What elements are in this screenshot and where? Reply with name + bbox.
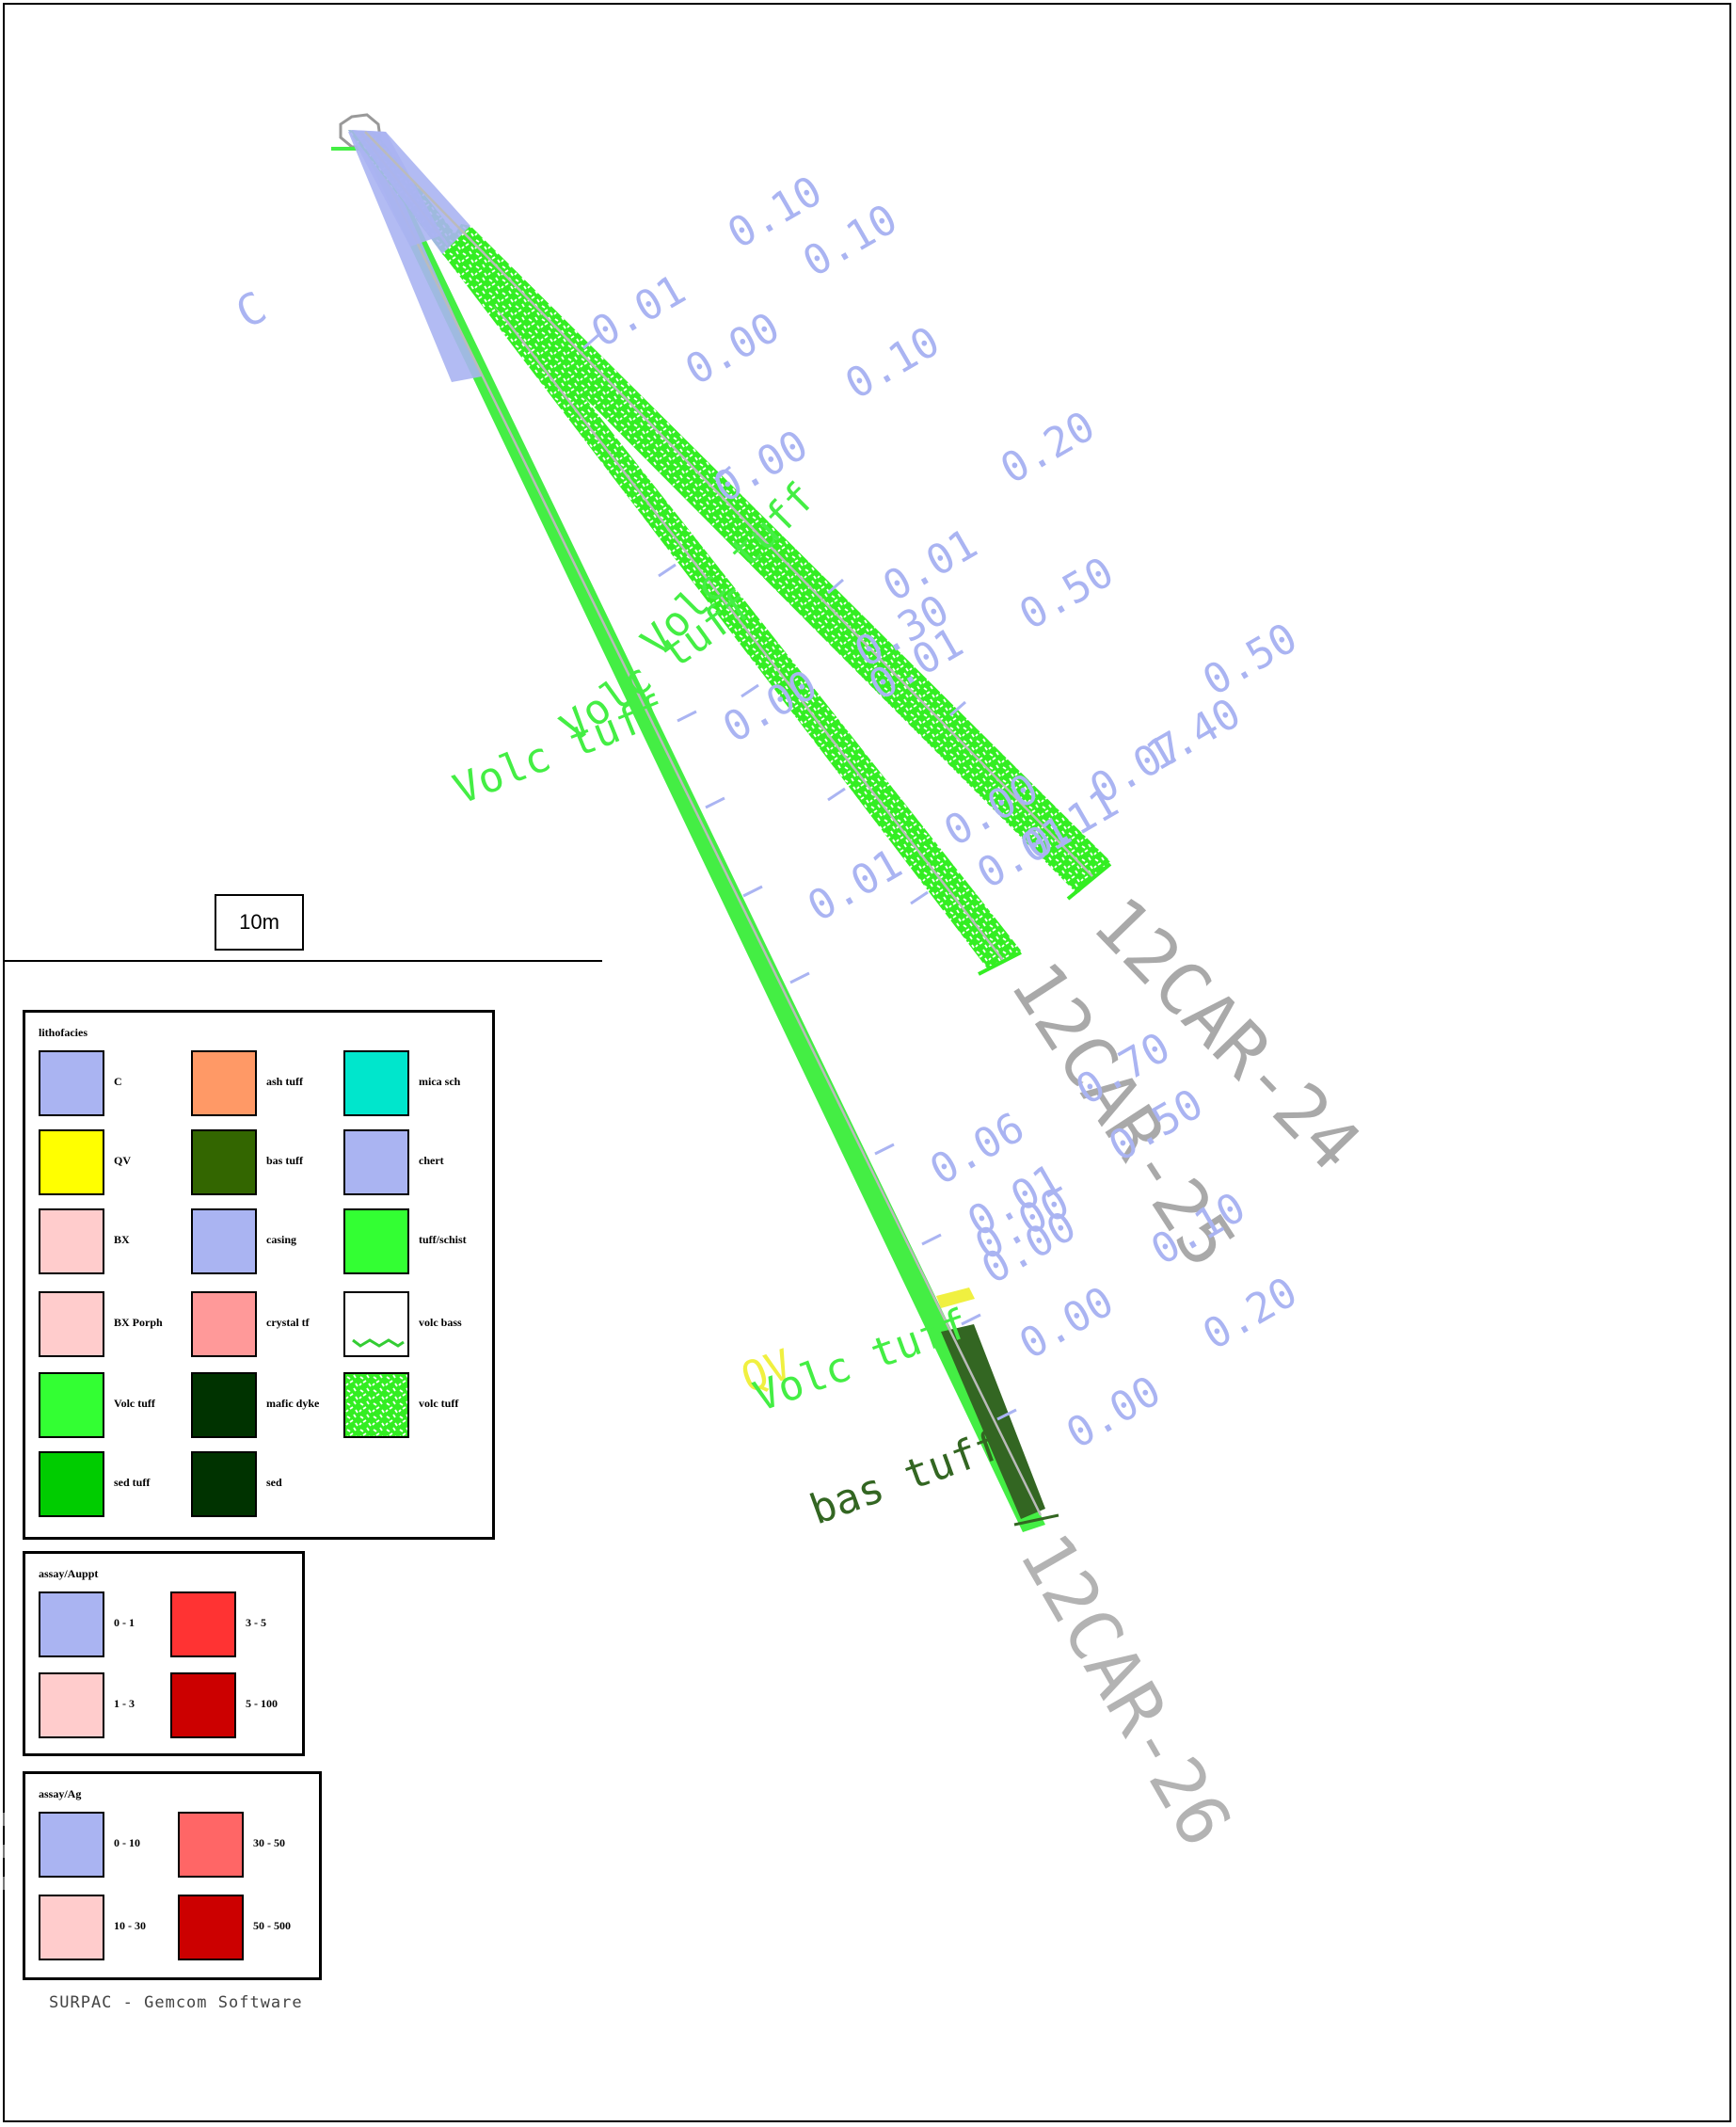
- legend-label: 30 - 50: [253, 1836, 285, 1849]
- legend-swatch: [178, 1895, 244, 1960]
- hole-trace-12car-24: [352, 130, 1112, 901]
- assay-value: 0.50: [1011, 548, 1122, 639]
- assay-value: 0.20: [1195, 1268, 1305, 1359]
- legend-swatch: [39, 1451, 104, 1517]
- legend-swatch: [191, 1050, 257, 1116]
- legend-label: bas tuff: [266, 1154, 304, 1167]
- legend-label: QV: [114, 1154, 131, 1167]
- legend-label: crystal tf: [266, 1316, 310, 1329]
- assay-value: 0.00: [1059, 1367, 1169, 1458]
- legend-label: tuff/schist: [419, 1233, 467, 1246]
- legend-label: 0 - 1: [114, 1616, 135, 1629]
- legend-label: mica sch: [419, 1075, 461, 1088]
- legend-assay-ag: assay/Ag 0 - 10 30 - 50 10 - 30 50 - 500: [23, 1771, 322, 1980]
- page-frame: [3, 3, 1731, 2122]
- legend-label: 10 - 30: [114, 1919, 146, 1932]
- legend-swatch: [39, 1591, 104, 1657]
- legend-label: 50 - 500: [253, 1919, 291, 1932]
- legend-swatch: [39, 1812, 104, 1878]
- hole-trace-12car-26: [348, 132, 1059, 1532]
- scale-line: [5, 960, 602, 962]
- edge-tick: [3, 1813, 5, 1826]
- legend-swatch: [191, 1372, 257, 1438]
- legend-label: 0 - 10: [114, 1836, 140, 1849]
- legend-label: casing: [266, 1233, 297, 1246]
- legend-label: 1 - 3: [114, 1697, 135, 1710]
- legend-swatch: [343, 1372, 409, 1438]
- assay-value: 0.00: [1011, 1277, 1122, 1368]
- legend-title: lithofacies: [39, 1026, 88, 1039]
- legend-label: volc bass: [419, 1316, 462, 1329]
- hole-label-12car-26: 12CAR-26: [1003, 1520, 1248, 1861]
- legend-label: 3 - 5: [246, 1616, 266, 1629]
- legend-label: sed tuff: [114, 1476, 151, 1489]
- interval-label: C: [228, 281, 275, 339]
- legend-swatch: [343, 1129, 409, 1195]
- legend-swatch: [343, 1208, 409, 1274]
- legend-swatch: [191, 1208, 257, 1274]
- edge-tick: [3, 1877, 5, 1890]
- legend-swatch: [39, 1672, 104, 1738]
- legend-title: assay/Auppt: [39, 1567, 99, 1580]
- scale-bar-label: 10m: [215, 894, 304, 951]
- legend-swatch: [343, 1291, 409, 1357]
- legend-label: chert: [419, 1154, 444, 1167]
- edge-tick: [3, 1845, 5, 1858]
- legend-swatch: [191, 1291, 257, 1357]
- assay-value: 0.10: [837, 317, 948, 408]
- legend-swatch: [39, 1291, 104, 1357]
- assay-value: 0.20: [993, 402, 1103, 493]
- legend-lithofacies: lithofacies C ash tuff mica sch QV bas t…: [23, 1010, 495, 1540]
- assay-value: 0.01: [800, 840, 910, 931]
- legend-swatch: [343, 1050, 409, 1116]
- assay-value: 0.50: [1195, 614, 1305, 705]
- assay-value: 0.00: [677, 303, 788, 394]
- legend-title: assay/Ag: [39, 1787, 82, 1800]
- legend-swatch: [39, 1895, 104, 1960]
- legend-swatch: [191, 1451, 257, 1517]
- interval-label: bas tuff: [804, 1421, 1008, 1534]
- legend-assay-au: assay/Auppt 0 - 1 3 - 5 1 - 3 5 - 100: [23, 1551, 305, 1756]
- legend-label: sed: [266, 1476, 282, 1489]
- legend-swatch: [39, 1208, 104, 1274]
- legend-label: C: [114, 1075, 122, 1088]
- legend-label: volc tuff: [419, 1397, 459, 1410]
- legend-swatch: [178, 1812, 244, 1878]
- legend-swatch: [170, 1591, 236, 1657]
- legend-label: mafic dyke: [266, 1397, 320, 1410]
- software-credit: SURPAC - Gemcom Software: [49, 1993, 303, 2012]
- legend-swatch: [39, 1129, 104, 1195]
- legend-swatch: [39, 1050, 104, 1116]
- legend-swatch: [191, 1129, 257, 1195]
- legend-label: Volc tuff: [114, 1397, 155, 1410]
- legend-label: ash tuff: [266, 1075, 304, 1088]
- legend-label: 5 - 100: [246, 1697, 278, 1710]
- legend-swatch: [39, 1372, 104, 1438]
- legend-label: BX Porph: [114, 1316, 163, 1329]
- legend-swatch: [170, 1672, 236, 1738]
- assay-value: 0.01: [583, 265, 693, 357]
- legend-label: BX: [114, 1233, 130, 1246]
